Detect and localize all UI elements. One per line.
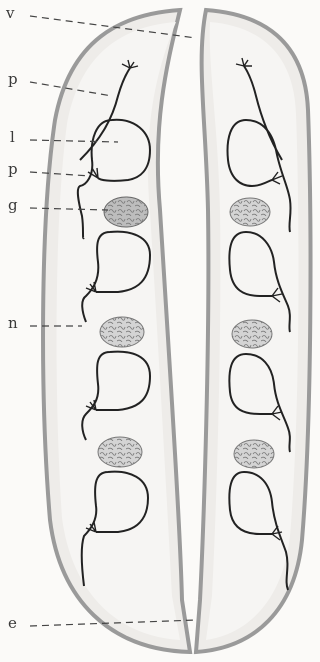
label-p-anterior: p xyxy=(8,72,18,87)
label-n: n xyxy=(8,316,18,331)
label-v: v xyxy=(6,6,14,21)
label-g: g xyxy=(8,198,18,213)
label-l: l xyxy=(10,130,15,145)
label-e: e xyxy=(8,616,17,631)
label-p-funnel: p xyxy=(8,162,18,177)
